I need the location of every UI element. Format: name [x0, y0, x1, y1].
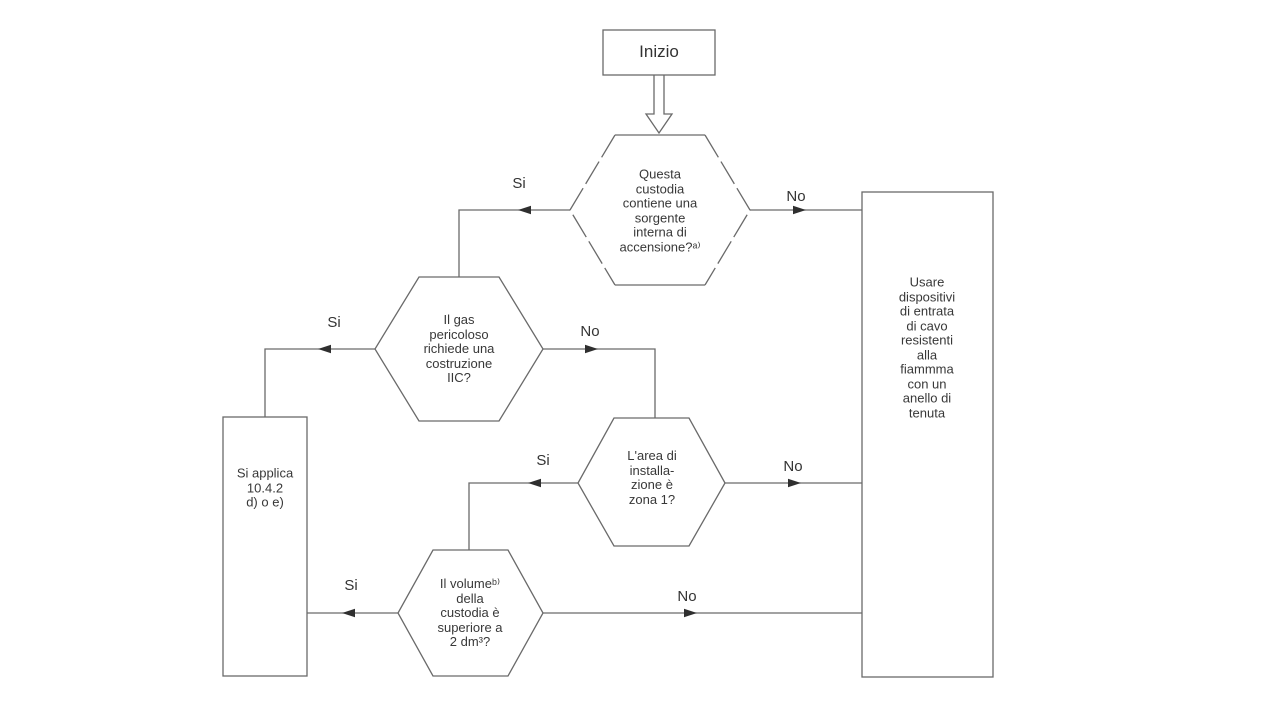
- edge-label-q-gas-yes: Si: [327, 314, 341, 331]
- arrowhead-q-gas-yes: [318, 344, 331, 354]
- arrowhead-q-zone-no: [788, 478, 801, 488]
- edge-label-q-zone-no: No: [783, 458, 803, 475]
- q-gas-text: Il gas pericoloso richiede una costruzio…: [423, 311, 495, 385]
- apply-rule-text: Si applica 10.4.2 d) o e): [236, 465, 294, 510]
- edge-label-q-gas-no: No: [580, 323, 600, 340]
- edge-label-q-zone-yes: Si: [536, 452, 550, 469]
- edge-label-q-ignition-yes: Si: [512, 175, 526, 192]
- use-devices-node-shape: [861, 191, 994, 678]
- q-ignition-text: Questa custodia contiene una sorgente in…: [619, 166, 701, 254]
- use-devices-text: Usare dispositivi di entrata di cavo res…: [898, 274, 956, 420]
- q-volume-text: Il volumeᵇ⁾ della custodia è superiore a…: [437, 575, 503, 649]
- apply-rule-node-shape: [222, 416, 308, 677]
- edge-q-gas-yes: [264, 348, 375, 417]
- edge-label-q-volume-yes: Si: [344, 577, 358, 594]
- arrowhead-q-ignition-yes: [518, 205, 531, 215]
- edge-label-q-volume-no: No: [677, 588, 697, 605]
- arrowhead-q-gas-no: [585, 344, 598, 354]
- edge-q-zone-yes: [468, 482, 578, 550]
- edge-q-gas-no: [543, 348, 656, 418]
- start-arrow-outline: [644, 75, 674, 135]
- arrowhead-q-volume-yes: [342, 608, 355, 618]
- start-node-label: Inizio: [639, 42, 679, 61]
- arrowhead-q-ignition-no: [793, 205, 806, 215]
- arrowhead-q-zone-yes: [528, 478, 541, 488]
- edge-label-q-ignition-no: No: [786, 188, 806, 205]
- edge-q-ignition-yes: [458, 209, 570, 277]
- q-zone-text: L'area di installa- zione è zona 1?: [627, 448, 677, 507]
- start-node-shape: [602, 29, 716, 76]
- arrowhead-q-volume-no: [684, 608, 697, 618]
